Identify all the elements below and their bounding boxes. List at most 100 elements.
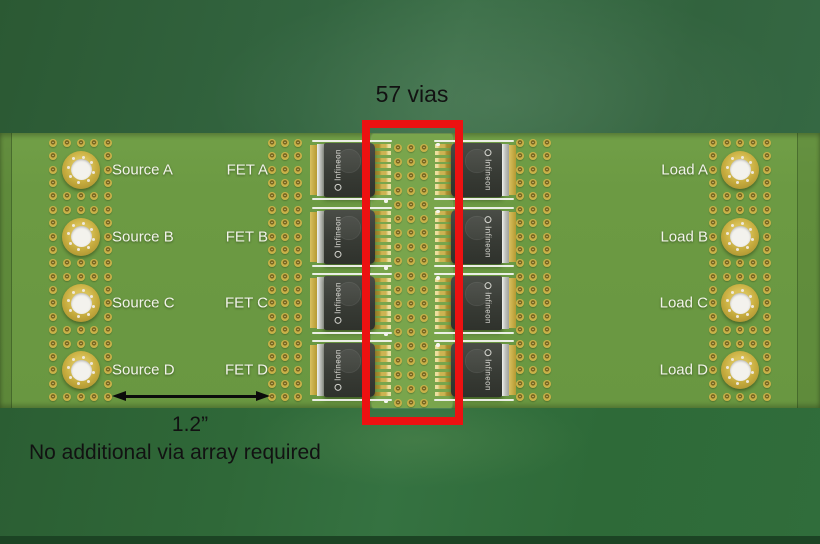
silkscreen-line [434,139,514,142]
load-array-via [736,339,744,348]
fet-array-via [529,245,537,254]
pad-via-dot [749,294,753,298]
pad-via-dot [741,289,745,293]
fet-array-via [529,326,537,335]
fet-array-via [516,245,524,254]
source-array-via [77,139,85,147]
chip-drain-pad [310,144,317,195]
chip-pin [374,324,391,329]
central-via [407,356,415,365]
chip-drain-pad [310,345,317,396]
pad-via-dot [76,314,80,318]
chip-pin [374,170,391,176]
central-via [407,399,415,408]
source-array-via [90,205,98,214]
source-array-via [90,272,98,281]
fet-array-via [268,393,276,402]
pad-via-dot [82,222,86,226]
silkscreen-line [434,398,514,401]
chip-pin [435,210,452,216]
load-array-via [763,393,771,402]
pad-via-dot [751,371,755,375]
fet-array-via [294,352,302,361]
source-array-via [104,366,112,375]
fet-array-via [543,299,551,308]
fet-array-via [268,379,276,388]
central-via [420,172,428,181]
fet-array-via [543,286,551,295]
pad-via-dot [90,361,94,365]
central-via [420,370,428,379]
fet-array-via [543,259,551,268]
central-via [394,342,402,351]
fet-array-via [543,339,551,348]
load-array-via [749,272,757,281]
silkscreen-line [312,206,392,209]
pad-via-dot [725,366,729,370]
chip-drain-pad [509,144,516,195]
source-array-via [77,272,85,281]
chip-pin [435,304,452,309]
fet-array-via [543,179,551,188]
chip-pin [374,318,391,323]
fet-array-via [529,152,537,161]
chip-pin [435,324,452,329]
fet-label-1: FET B [225,228,268,246]
fet-array-via [281,259,289,268]
fet-array-via [281,299,289,308]
central-via [407,328,415,337]
fet-array-via [516,299,524,308]
load-array-via [736,272,744,281]
central-via [420,271,428,280]
chip-pin [435,371,452,376]
chip-pin [435,217,452,222]
load-array-via [749,259,757,268]
pad-drill-hole [70,159,92,181]
infineon-logo-icon [484,282,492,290]
load-array-via [723,339,731,348]
central-via [420,158,428,167]
fet-array-via [268,272,276,281]
pad-via-dot [82,356,86,360]
load-array-via [749,139,757,147]
fet-array-via [294,192,302,201]
fet-array-via [281,366,289,375]
chip-pin [435,184,452,189]
chip-brand: Infineon [334,149,343,191]
central-via [407,257,415,266]
fet-array-via [294,286,302,295]
fet-array-via [268,299,276,308]
source-array-via [49,326,57,335]
chip-metal-tab [502,210,509,263]
chip-pin [435,164,452,169]
load-array-via [763,326,771,335]
load-array-via [763,205,771,214]
central-via [420,186,428,195]
load-array-via [763,286,771,295]
pad-via-dot [92,304,96,308]
fet-array-via [529,232,537,241]
chip-pin [435,364,452,369]
fet-array-via [268,326,276,335]
load-array-via [763,299,771,308]
load-array-via [723,393,731,402]
pad-via-dot [745,312,749,316]
pad-via-dot [72,291,76,295]
chip-pin [435,224,452,229]
fet-array-via [281,326,289,335]
pad-via-dot [92,371,96,375]
central-via [407,186,415,195]
silkscreen-line [312,265,392,268]
pad-drill-hole [729,359,751,381]
chip-brand: Infineon [334,283,343,325]
chip-pin [435,191,452,196]
fet-array-via [529,379,537,388]
chip-pin [374,284,391,289]
chip-pin [374,191,391,196]
load-array-via [709,219,717,228]
fet-array-via [281,192,289,201]
load-array-via [736,326,744,335]
fet-array-via [268,219,276,228]
fet-array-via [543,165,551,174]
fet-array-via [516,272,524,281]
